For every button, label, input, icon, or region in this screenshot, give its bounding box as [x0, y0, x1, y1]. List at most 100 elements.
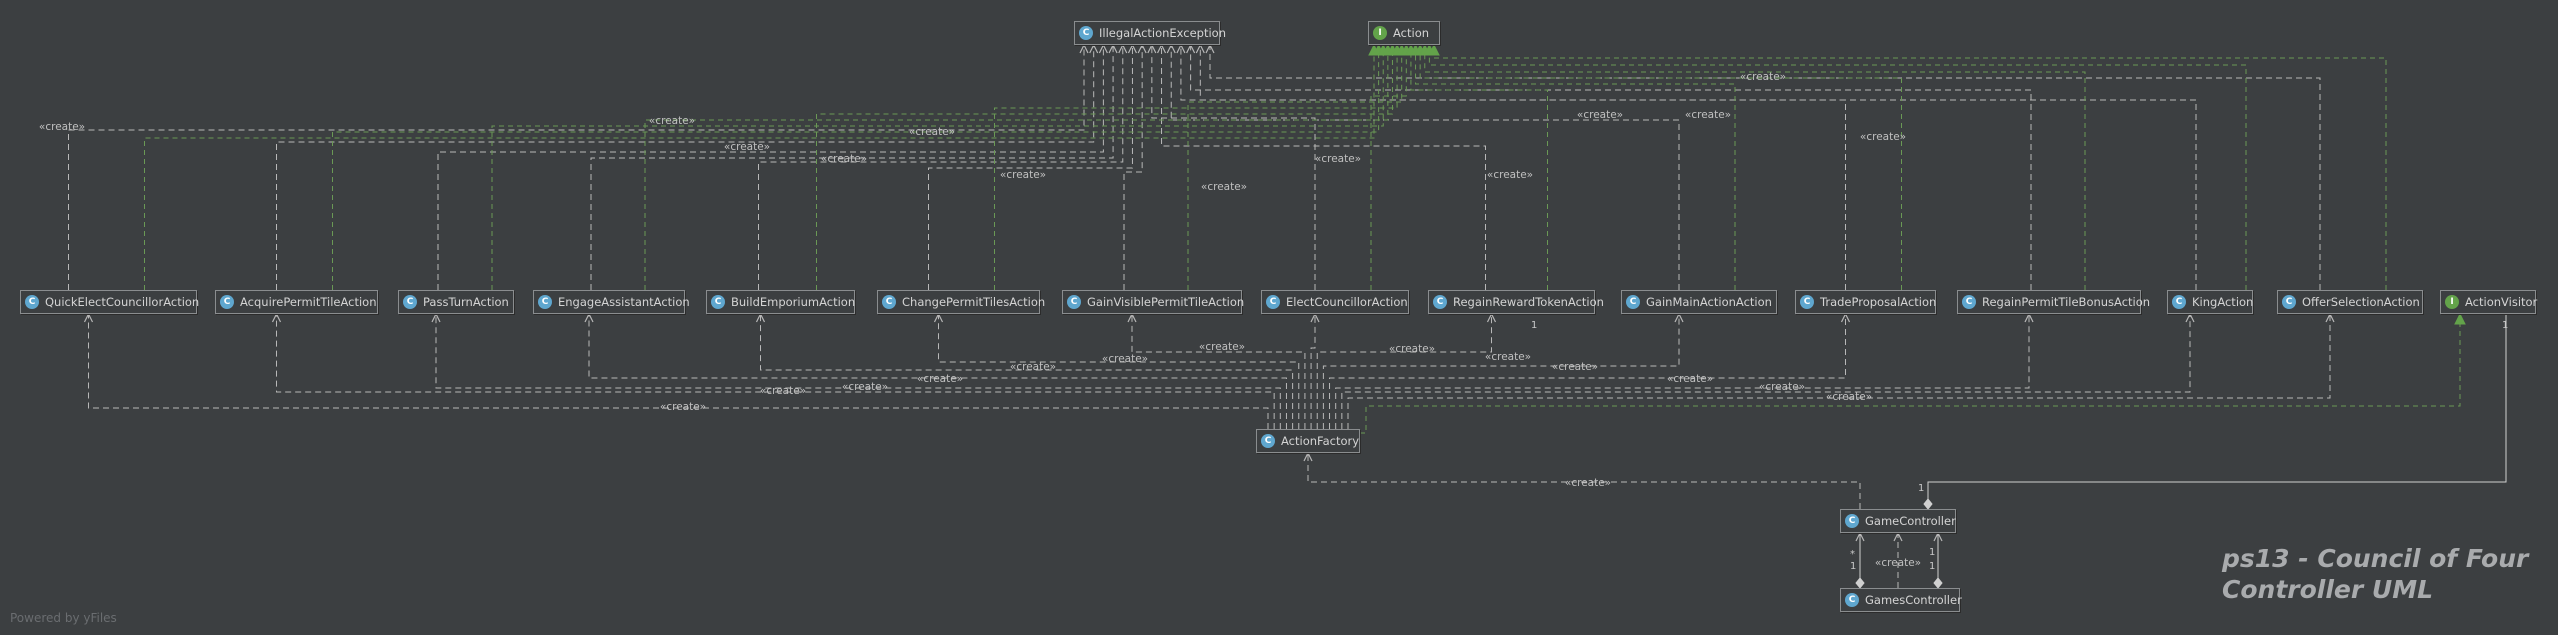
class-type-icon: C [1067, 295, 1081, 309]
node-name: TradeProposalAction [1820, 295, 1937, 309]
realization-edge [491, 45, 1383, 290]
create-stereotype-label: «create» [724, 141, 770, 153]
uml-class-node[interactable]: C AcquirePermitTileAction [215, 290, 378, 314]
class-type-icon: C [25, 295, 39, 309]
class-type-icon: C [1845, 593, 1859, 607]
create-dependency-edge [1341, 314, 2190, 429]
multiplicity-label: 1 [1929, 561, 1936, 572]
create-dependency-edge [761, 314, 1294, 429]
multiplicity-label: 1 [1918, 483, 1925, 494]
class-type-icon: C [1079, 26, 1093, 40]
create-stereotype-label: «create» [1577, 109, 1623, 121]
create-dependency-edge [1132, 314, 1306, 429]
create-dependency-edge [1200, 45, 2197, 290]
class-type-icon: C [711, 295, 725, 309]
create-dependency-edge [1308, 453, 1861, 509]
create-stereotype-label: «create» [1201, 181, 1247, 193]
class-type-icon: C [1626, 295, 1640, 309]
uml-class-node[interactable]: C TradeProposalAction [1795, 290, 1936, 314]
node-name: EngageAssistantAction [558, 295, 690, 309]
create-dependency-edges [68, 45, 2331, 588]
create-dependency-edge [436, 314, 1281, 429]
node-name: IllegalActionException [1099, 26, 1227, 40]
create-stereotype-label: «create» [1000, 169, 1046, 181]
create-stereotype-label: «create» [1315, 153, 1361, 165]
create-stereotype-label: «create» [1759, 381, 1805, 393]
create-dependency-edge [1311, 314, 1315, 429]
create-dependency-edge [1335, 314, 2029, 429]
create-dependency-edge [1316, 314, 1491, 429]
create-dependency-edge [939, 314, 1300, 429]
create-dependency-edge [589, 314, 1287, 429]
node-name: ChangePermitTilesAction [902, 295, 1046, 309]
create-stereotype-label: «create» [909, 126, 955, 138]
create-dependency-edge [1152, 45, 1316, 290]
create-dependency-edge [1322, 314, 1679, 429]
create-stereotype-label: «create» [660, 401, 706, 413]
realization-edges [144, 45, 2461, 434]
create-stereotype-label: «create» [1552, 361, 1598, 373]
node-name: KingAction [2192, 295, 2254, 309]
uml-class-node[interactable]: C GamesController [1840, 588, 1962, 612]
class-type-icon: C [538, 295, 552, 309]
multiplicity-label: * [1850, 549, 1855, 560]
create-dependency-edge [437, 45, 1103, 290]
uml-class-node[interactable]: C GainVisiblePermitTileAction [1062, 290, 1245, 314]
realization-edge [1420, 45, 1902, 290]
node-name: GamesController [1865, 593, 1962, 607]
create-dependency-edge [1191, 45, 2032, 290]
class-type-icon: C [1261, 434, 1275, 448]
class-type-icon: C [1845, 514, 1859, 528]
create-stereotype-label: «create» [842, 381, 888, 393]
create-stereotype-label: «create» [1875, 557, 1921, 569]
multiplicity-label: 1 [1850, 561, 1857, 572]
class-type-icon: C [1433, 295, 1447, 309]
node-name: RegainPermitTileBonusAction [1982, 295, 2151, 309]
realization-edge [1370, 45, 1406, 290]
create-dependency-edge [68, 45, 1085, 290]
create-stereotype-label: «create» [1485, 351, 1531, 363]
class-type-icon: C [1800, 295, 1814, 309]
realization-edge [1187, 45, 1402, 290]
interface-type-icon: I [2445, 295, 2459, 309]
uml-class-node[interactable]: C ActionFactory [1256, 429, 1360, 453]
create-stereotype-label: «create» [1565, 477, 1611, 489]
uml-class-node[interactable]: C EngageAssistantAction [533, 290, 690, 314]
node-name: GainVisiblePermitTileAction [1087, 295, 1245, 309]
realization-edge [1434, 45, 2387, 290]
create-stereotype-label: «create» [760, 385, 806, 397]
create-dependency-edge [590, 45, 1113, 290]
class-type-icon: C [220, 295, 234, 309]
create-dependency-edge [1171, 45, 1680, 290]
node-name: GameController [1865, 514, 1956, 528]
uml-class-node[interactable]: C IllegalActionException [1074, 21, 1226, 45]
multiplicity-label: 1 [2502, 320, 2509, 331]
node-name: ActionFactory [1281, 434, 1360, 448]
node-name: AcquirePermitTileAction [240, 295, 377, 309]
realization-edge [332, 45, 1379, 290]
uml-class-node[interactable]: C GameController [1840, 509, 1956, 533]
create-stereotype-label: «create» [39, 121, 85, 133]
create-dependency-edge [758, 45, 1123, 290]
create-stereotype-label: «create» [649, 115, 695, 127]
create-stereotype-label: «create» [821, 153, 867, 165]
association-edge [1923, 314, 2507, 510]
interface-type-icon: I [1373, 26, 1387, 40]
create-stereotype-label: «create» [1199, 341, 1245, 353]
create-stereotype-label: «create» [1389, 343, 1435, 355]
realization-edge [644, 45, 1388, 290]
edge-labels: «create» «create» «create» «create» «create»… [39, 71, 1921, 569]
